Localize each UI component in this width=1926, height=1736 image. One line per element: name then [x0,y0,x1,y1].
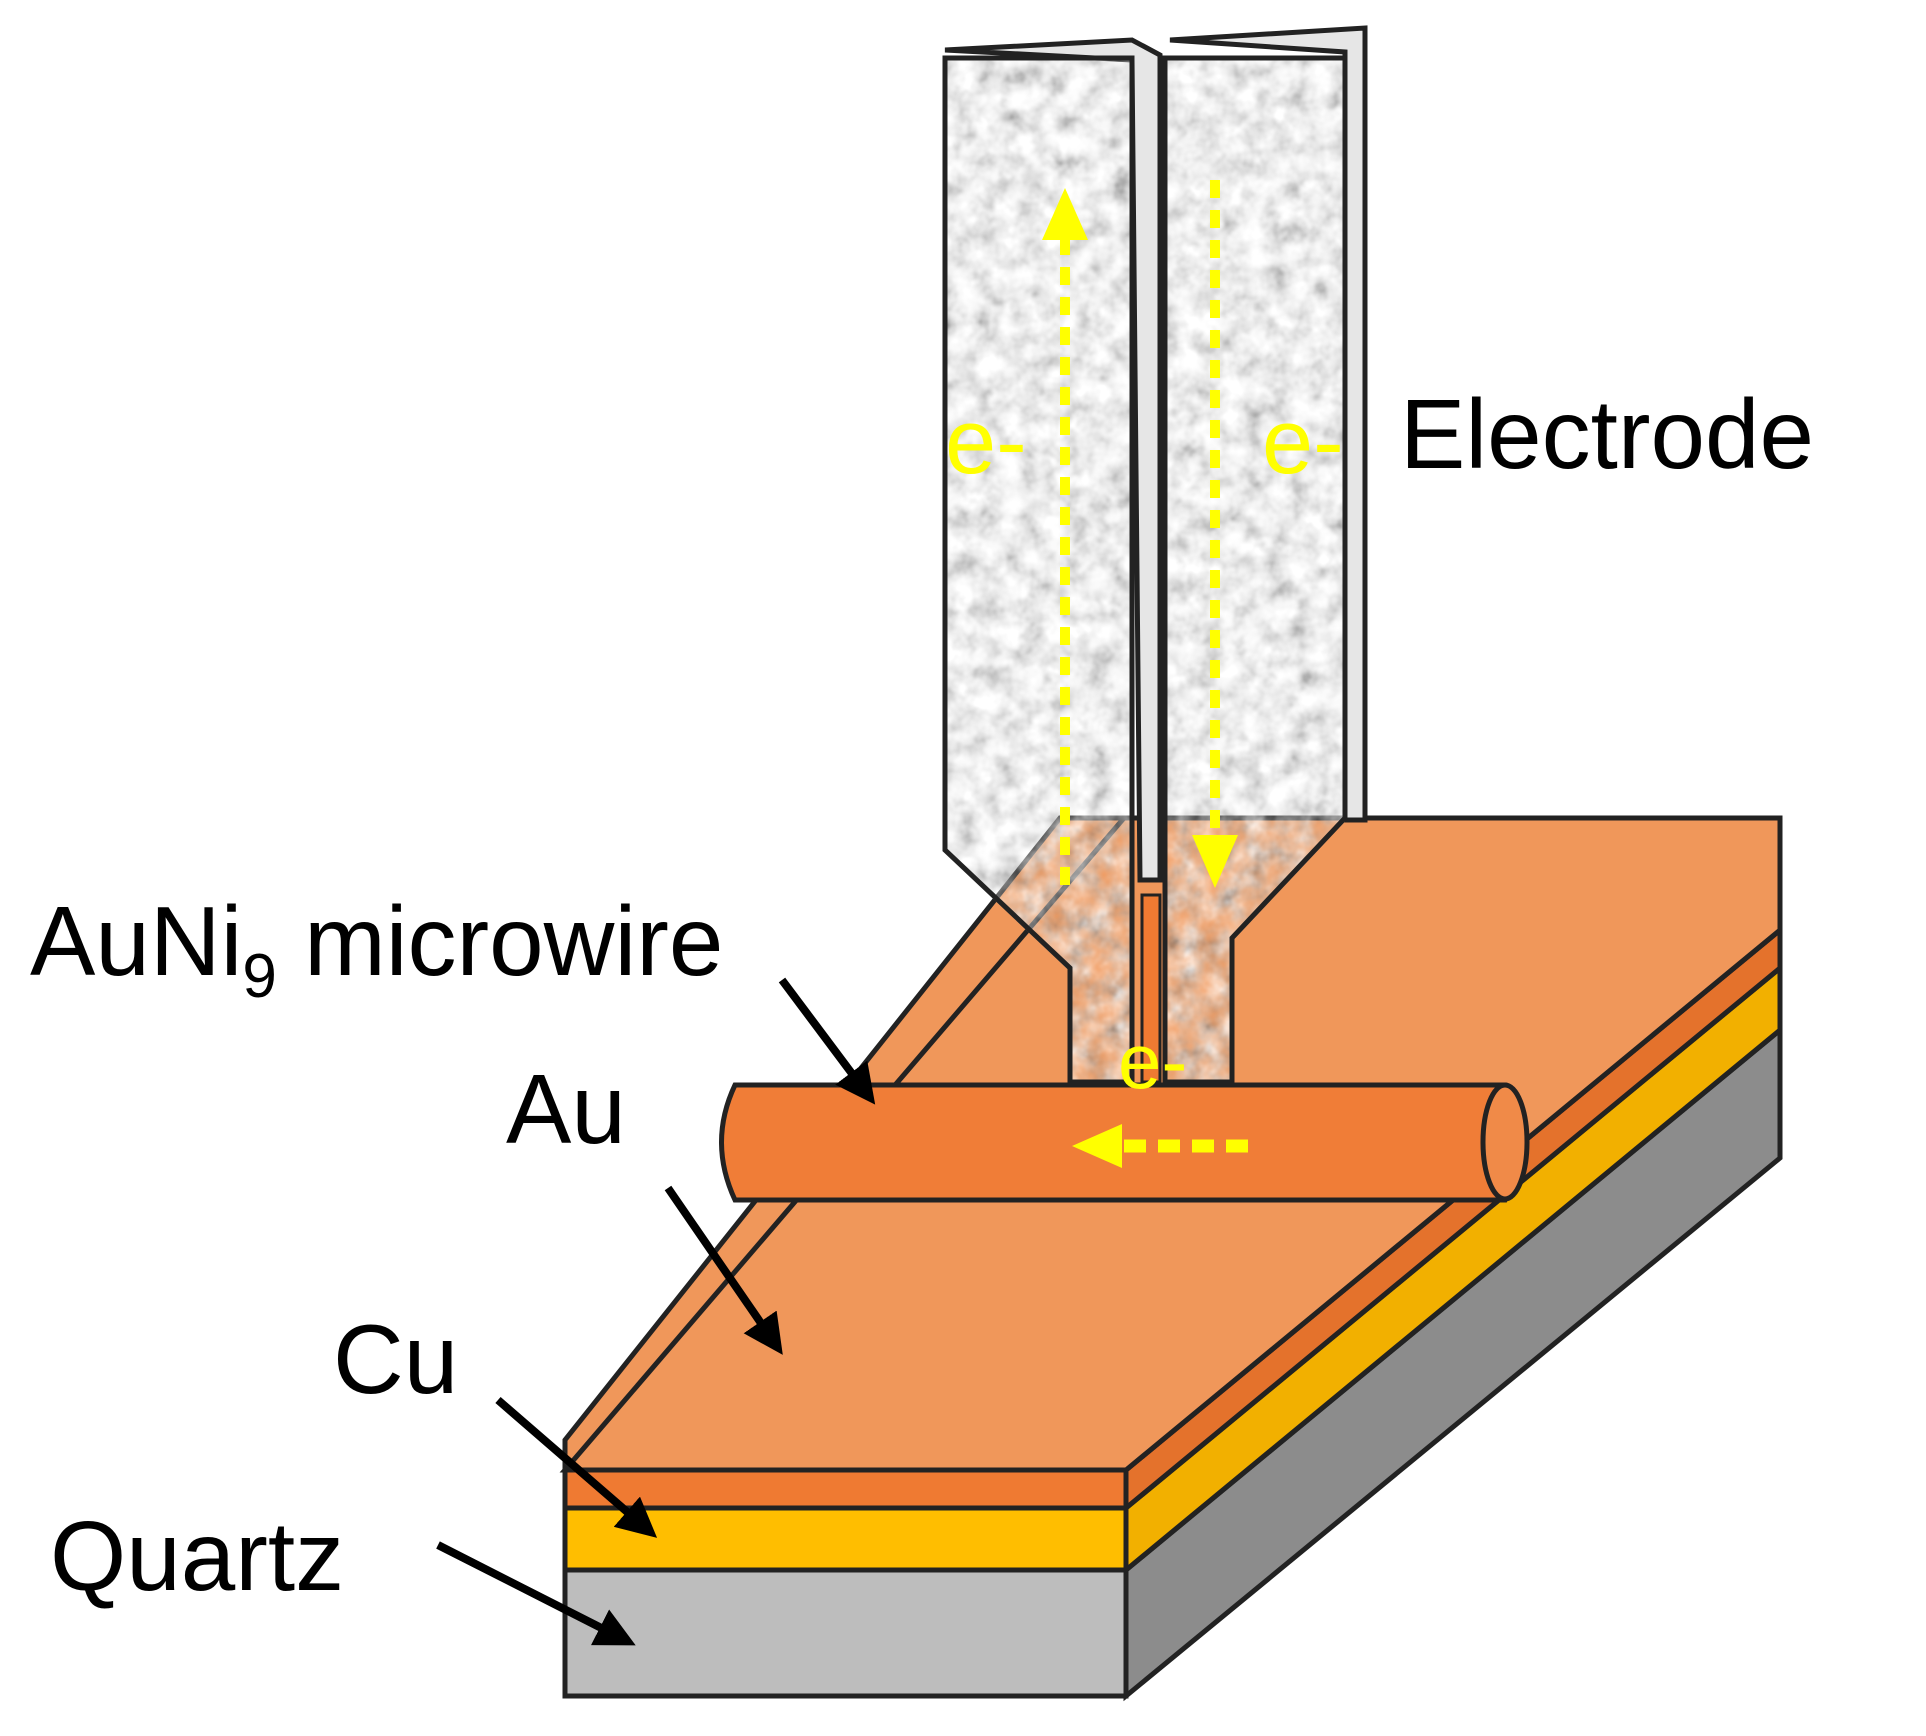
electron-label-left: e- [945,391,1027,493]
electron-arrow-down-head [1192,835,1238,888]
pointer-arrows [436,977,876,1646]
microwire-label: AuNi9 microwire [30,886,723,1011]
microwire-label-suffix: microwire [277,886,723,996]
cu-label: Cu [333,1304,458,1414]
microwire-end-cap [1480,1082,1530,1202]
electron-arrow-up-head [1042,188,1088,240]
cu-pointer [495,1396,658,1538]
microwire-label-subscript: 9 [242,942,276,1011]
electrode-left-finger-outline [942,55,1135,1085]
labels: AuNi9 microwire Electrode Au Cu Quartz e… [30,379,1814,1611]
microwire-label-prefix: AuNi [30,886,242,996]
microwire-pointer [778,977,876,1105]
quartz-front-visible [562,1567,1129,1699]
electron-arrow-left-head [1072,1124,1122,1168]
au-label: Au [506,1054,626,1164]
quartz-label: Quartz [50,1501,344,1611]
electrode-gap [1140,893,1162,1084]
electrode-label: Electrode [1400,379,1814,489]
electron-label-bottom: e- [1118,1017,1187,1105]
cu-front-face [562,1505,1129,1573]
quartz-pointer [436,1541,636,1646]
au-front-face [562,1467,1129,1511]
electrode-right-finger-outline [1162,55,1348,1085]
electron-flow [1042,180,1248,1168]
au-pointer [664,1185,783,1355]
electron-label-right: e- [1262,391,1344,493]
